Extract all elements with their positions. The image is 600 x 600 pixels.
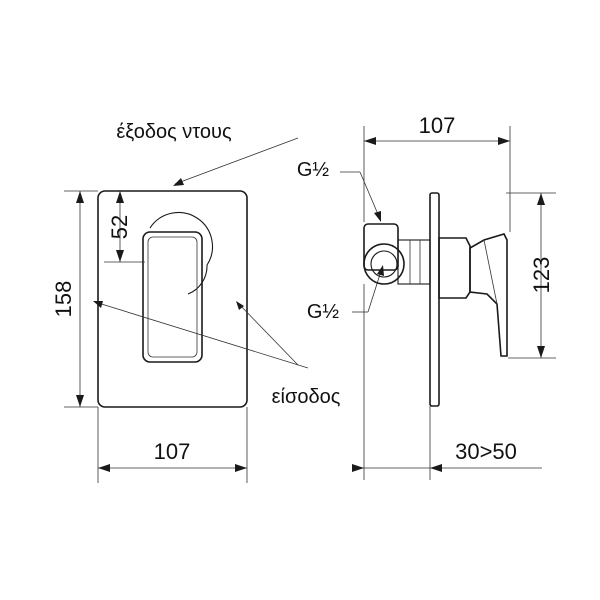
side-view <box>363 192 508 407</box>
dim-front-height: 158 <box>51 190 98 408</box>
dim-label-side-107: 107 <box>419 113 456 138</box>
valve-body <box>363 223 399 271</box>
dim-handle-offset: 52 <box>104 191 145 263</box>
cover-plate <box>97 190 248 408</box>
callout-inlet: είσοδος <box>93 301 341 408</box>
label-inlet: είσοδος <box>272 386 341 408</box>
label-shower-outlet: έξοδος ντους <box>116 121 232 143</box>
handle-rosette <box>149 211 214 295</box>
front-view <box>97 190 248 408</box>
handle-base <box>438 237 471 299</box>
side-wall-plate <box>429 192 440 407</box>
dim-side-height: 123 <box>506 192 556 359</box>
inlet-thread <box>370 250 398 278</box>
dim-label-123: 123 <box>529 257 554 294</box>
callout-shower-outlet: έξοδος ντους <box>116 121 299 186</box>
callout-thread-top: G½ <box>297 159 381 222</box>
dim-front-width: 107 <box>97 407 248 483</box>
inlet-circle <box>363 243 405 285</box>
label-thread-top: G½ <box>297 159 330 181</box>
label-thread-bottom: G½ <box>307 301 340 323</box>
dim-label-158: 158 <box>51 281 76 318</box>
valve-cylinder <box>397 239 431 285</box>
dim-wall-depth: 30>50 <box>352 284 542 480</box>
dim-label-30-50: 30>50 <box>455 439 517 464</box>
dim-label-front-107: 107 <box>154 439 191 464</box>
side-lever <box>469 233 508 357</box>
callout-thread-bottom: G½ <box>307 265 384 323</box>
lever-handle-inner <box>147 236 198 358</box>
dim-side-depth: 107 <box>363 113 511 232</box>
lever-handle <box>142 231 203 363</box>
dim-label-52: 52 <box>107 215 132 239</box>
